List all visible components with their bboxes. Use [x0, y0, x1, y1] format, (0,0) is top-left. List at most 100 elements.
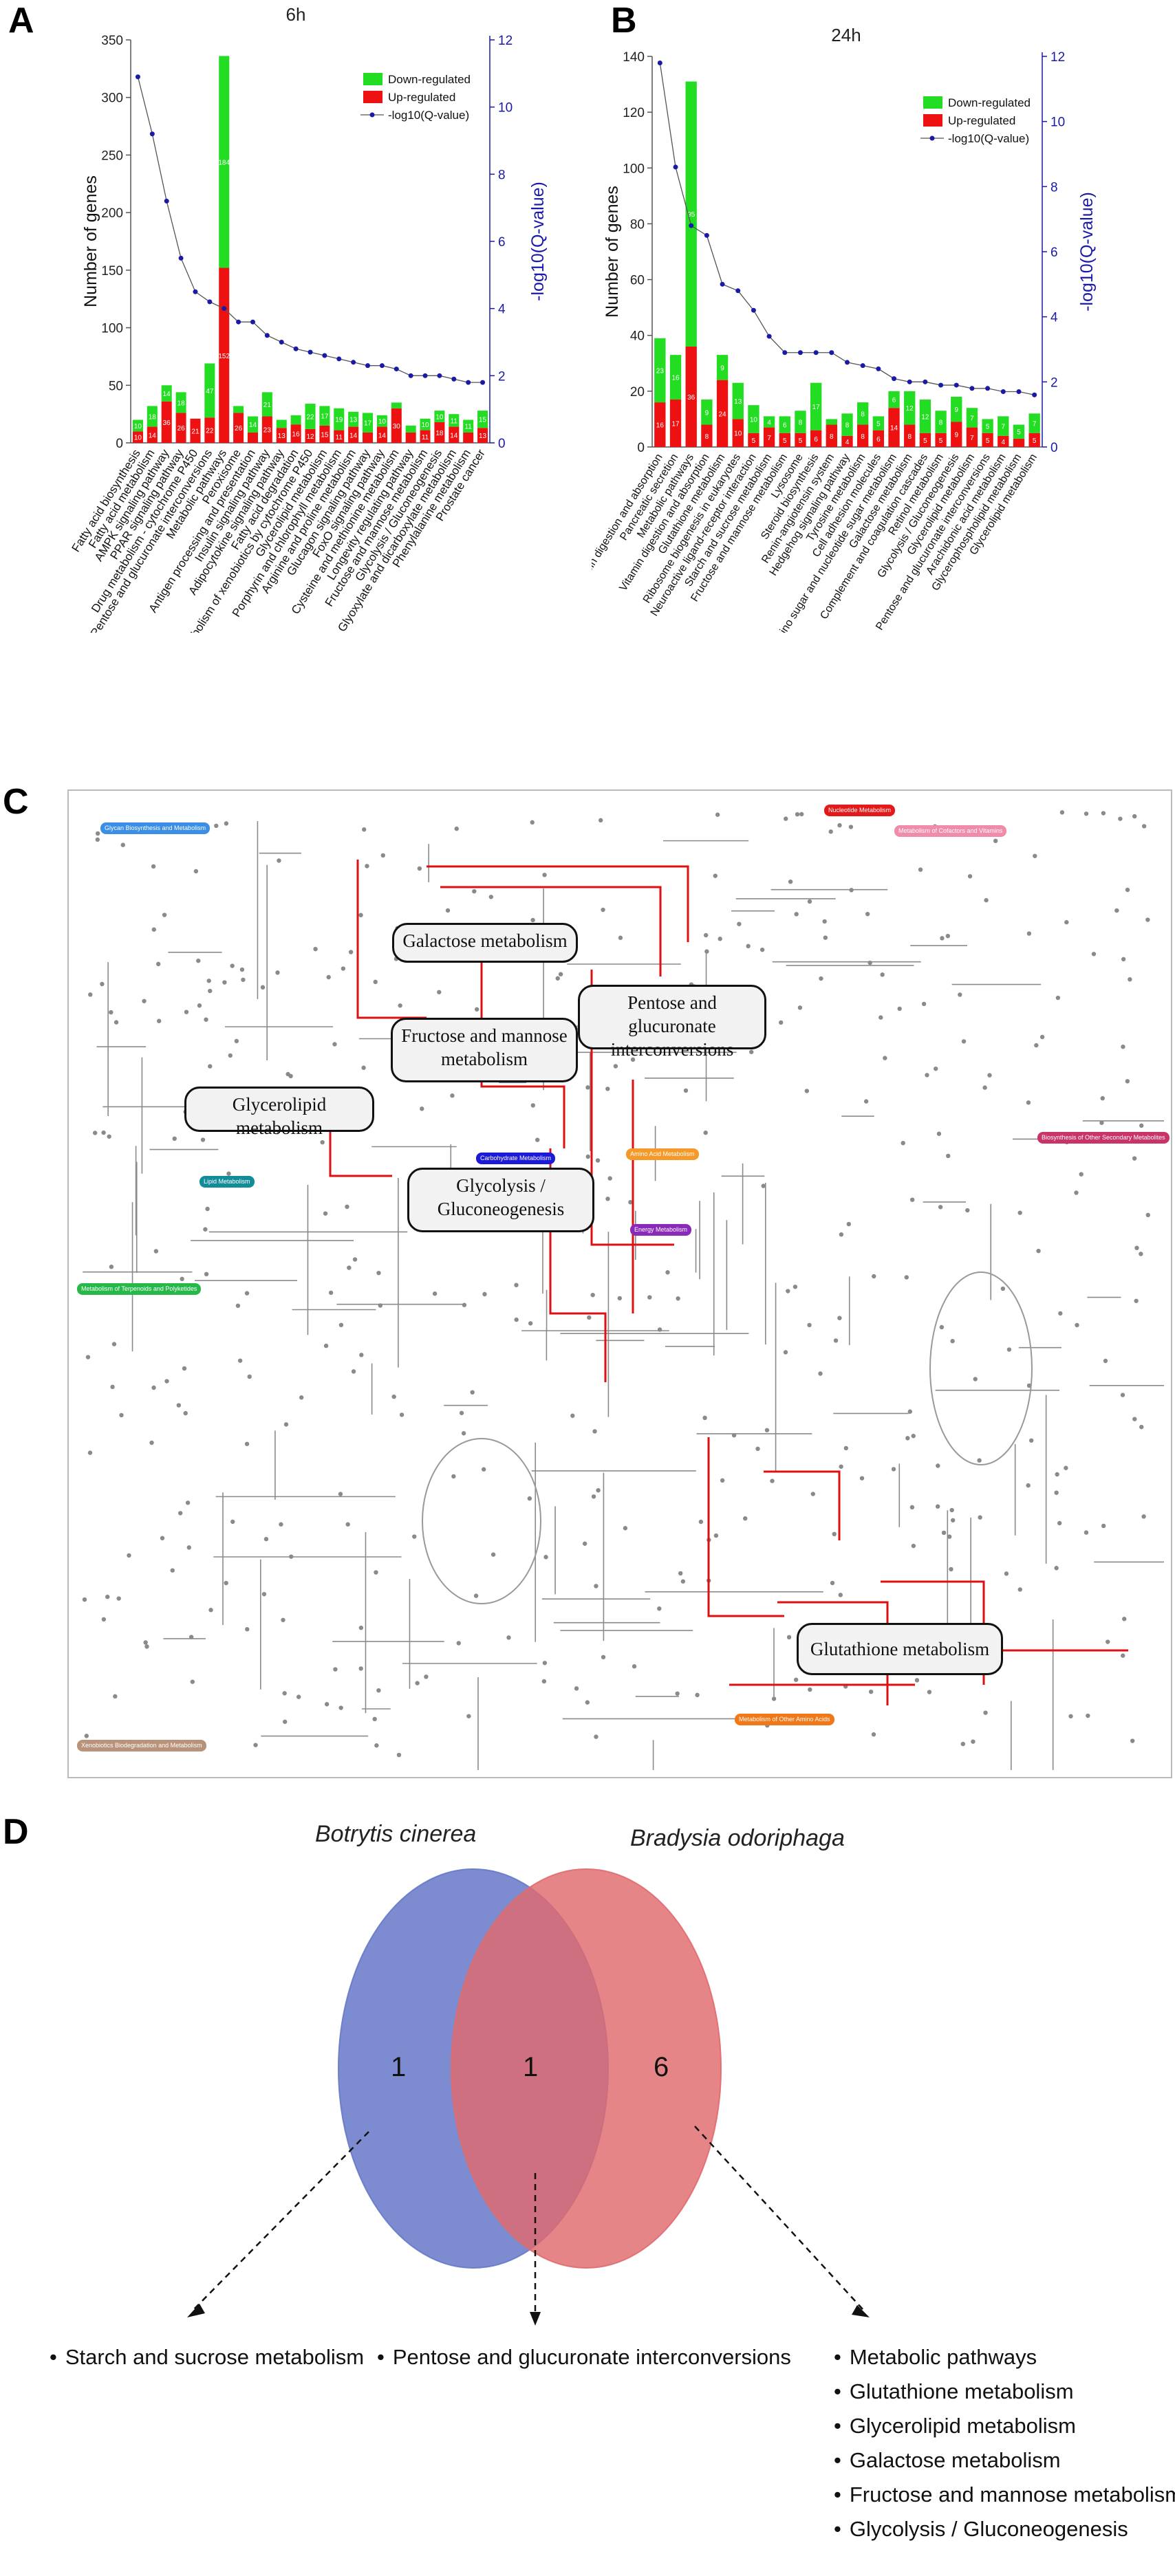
kegg-node	[244, 1441, 250, 1446]
q-value-point	[466, 380, 471, 385]
kegg-node	[1055, 1472, 1059, 1477]
kegg-node	[527, 1496, 532, 1501]
map-tag-lipid: Lipid Metabolism	[200, 1176, 255, 1188]
kegg-node	[323, 1211, 328, 1216]
kegg-network	[82, 810, 1164, 1770]
bar-down-regulated	[420, 418, 431, 430]
bar-up-regulated	[935, 433, 947, 447]
kegg-node	[982, 1085, 987, 1090]
venn-left-label: Botrytis cinerea	[315, 1821, 477, 1847]
legend-label-down: Down-regulated	[948, 96, 1031, 109]
kegg-node	[1064, 919, 1069, 925]
data-label-up: 26	[235, 425, 243, 433]
kegg-node	[183, 1410, 188, 1416]
kegg-node	[838, 1593, 843, 1597]
bar-up-regulated	[716, 380, 729, 447]
kegg-node	[718, 937, 722, 941]
kegg-node	[863, 1099, 869, 1104]
kegg-node	[226, 1171, 231, 1176]
kegg-node	[114, 1020, 119, 1025]
data-label-up: 14	[349, 432, 358, 439]
q-value-point	[365, 363, 371, 369]
kegg-node	[783, 1350, 788, 1355]
bar-down-regulated	[857, 402, 869, 425]
kegg-node	[1068, 1714, 1073, 1718]
y-tick-label: 0	[116, 437, 123, 451]
y2-tick-label: 4	[498, 303, 506, 317]
q-value-point	[480, 380, 486, 385]
kegg-node	[1059, 810, 1065, 815]
kegg-node	[85, 1355, 91, 1360]
kegg-metabolic-map: Glycan Biosynthesis and Metabolism Nucle…	[67, 789, 1172, 1778]
data-label-up: 5	[799, 437, 803, 445]
kegg-node	[613, 1064, 618, 1069]
kegg-node	[770, 1478, 775, 1483]
kegg-node	[936, 1463, 940, 1468]
data-label-up: 12	[306, 433, 314, 441]
legend-label-up: Up-regulated	[948, 114, 1015, 127]
kegg-node	[186, 1545, 191, 1550]
bar-up-regulated	[405, 432, 416, 443]
data-label-up: 22	[206, 428, 214, 435]
kegg-node	[1121, 957, 1126, 962]
kegg-node	[1120, 1393, 1125, 1397]
data-label-down: 5	[986, 424, 990, 431]
kegg-node	[1122, 1617, 1127, 1622]
legend-marker-q	[929, 135, 935, 141]
bar-up-regulated	[779, 433, 790, 447]
kegg-node	[237, 1358, 243, 1363]
kegg-node	[808, 1687, 812, 1692]
map-tag-xenobiotics: Xenobiotics Biodegradation and Metabolis…	[77, 1740, 206, 1751]
chart-b-title: 24h	[831, 25, 861, 45]
bar-down-regulated	[748, 405, 759, 433]
kegg-node	[282, 1691, 287, 1696]
data-label-down: 6	[783, 422, 787, 430]
bar-up-regulated	[872, 430, 885, 447]
y-tick-label: 80	[630, 217, 645, 232]
kegg-node	[142, 998, 147, 1003]
kegg-node	[260, 985, 266, 990]
q-value-point	[1000, 389, 1006, 395]
q-value-point	[394, 367, 399, 372]
y2-tick-label: 2	[1050, 375, 1058, 390]
data-label-down: 9	[720, 364, 724, 372]
bar-down-regulated	[261, 392, 272, 417]
y-tick-label: 350	[101, 34, 123, 48]
bar-up-regulated	[247, 432, 258, 443]
kegg-node	[818, 1371, 823, 1376]
kegg-node	[358, 1666, 363, 1671]
kegg-node	[731, 1432, 737, 1438]
y2-tick-label: 12	[1050, 50, 1065, 65]
kegg-node	[749, 1049, 754, 1054]
kegg-node	[907, 1409, 913, 1414]
kegg-node	[1034, 1043, 1039, 1048]
data-label-down: 10	[421, 422, 429, 429]
kegg-node	[698, 1519, 704, 1525]
list-item: Metabolic pathways	[834, 2345, 1175, 2370]
q-value-point	[293, 346, 299, 351]
kegg-node	[978, 1515, 982, 1520]
list-item: Glycerolipid metabolism	[834, 2414, 1175, 2438]
kegg-node	[188, 1635, 194, 1639]
bar-up-regulated	[261, 416, 272, 443]
bar-down-regulated	[219, 56, 230, 268]
kegg-node	[197, 1003, 202, 1008]
kegg-node	[345, 1522, 350, 1527]
bar-down-regulated	[161, 385, 172, 402]
kegg-node	[1004, 1571, 1009, 1576]
kegg-node	[632, 1664, 637, 1669]
y-tick-label: 100	[623, 162, 645, 176]
list-item: Galactose metabolism	[834, 2448, 1175, 2473]
kegg-node	[883, 1056, 887, 1060]
kegg-node	[541, 1679, 547, 1684]
kegg-node	[759, 947, 765, 952]
kegg-node	[92, 1131, 98, 1135]
kegg-node	[239, 967, 245, 972]
kegg-node	[1141, 824, 1147, 829]
kegg-node	[993, 838, 998, 844]
bar-down-regulated	[795, 411, 806, 433]
kegg-node	[542, 1661, 548, 1666]
bar-down-regulated	[363, 413, 374, 433]
q-value-point	[336, 356, 342, 362]
